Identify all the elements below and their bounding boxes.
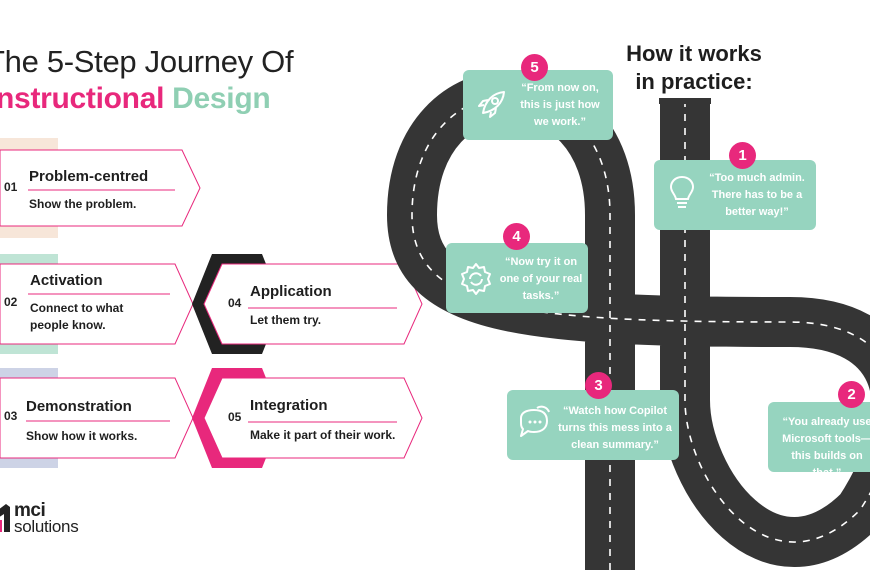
practice-heading-line1: How it works: [626, 41, 762, 66]
step-05-number: 05: [228, 410, 242, 424]
step-02-shape: [0, 254, 194, 354]
practice-badge-3: 3: [585, 372, 612, 399]
step-04-description: Let them try.: [250, 313, 322, 327]
gear-refresh-icon: [461, 263, 491, 295]
step-05-title: Integration: [250, 397, 328, 414]
practice-badge-2: 2: [838, 381, 865, 408]
step-03-number: 03: [4, 409, 18, 423]
practice-heading-line2: in practice:: [635, 69, 753, 94]
step-03-title: Demonstration: [26, 398, 132, 415]
practice-badge-4: 4: [503, 223, 530, 250]
step-04-title: Application: [250, 283, 332, 300]
practice-card-2-text: “You already use Microsoft tools— this b…: [782, 416, 870, 479]
lightbulb-icon: [669, 175, 695, 208]
practice-card-3-text: “Watch how Copilot turns this mess into …: [558, 405, 672, 451]
mci-logo-mark: [0, 504, 10, 532]
step-03-shape: [0, 368, 194, 468]
chat-refresh-icon: [520, 405, 550, 437]
step-03-description: Show how it works.: [26, 429, 138, 443]
step-02-number: 02: [4, 295, 18, 309]
step-04-number: 04: [228, 296, 242, 310]
step-04-shape: [192, 254, 423, 354]
step-01-shape: [0, 138, 201, 238]
diagram-title-line2: Instructional Design: [0, 82, 271, 116]
practice-card-4-text: “Now try it on one of your real tasks.”: [499, 256, 583, 302]
practice-badge-5: 5: [521, 54, 548, 81]
step-05-shape: [192, 368, 423, 468]
logo-text-mci: mci: [14, 500, 46, 521]
step-05-description: Make it part of their work.: [250, 428, 396, 442]
practice-card-2: [768, 402, 870, 472]
practice-card-3: [507, 390, 679, 460]
practice-card-1: [654, 160, 816, 230]
diagram-title-line1: The 5-Step Journey Of: [0, 44, 294, 79]
practice-badge-1: 1: [729, 142, 756, 169]
step-01-title: Problem-centred: [29, 168, 149, 185]
title-highlight-instructional: Instructional: [0, 82, 165, 115]
practice-card-1-text: “Too much admin. There has to be a bette…: [709, 172, 805, 218]
practice-heading: How it works in practice:: [614, 40, 774, 96]
rocket-icon: [478, 91, 505, 118]
step-02-description: Connect to what people know.: [30, 301, 124, 332]
practice-card-5: [463, 70, 613, 140]
title-highlight-design: Design: [172, 82, 271, 115]
logo-text-solutions: solutions: [14, 517, 79, 536]
practice-card-5-text: “From now on, this is just how we work.”: [520, 82, 600, 128]
step-02-title: Activation: [30, 272, 103, 289]
step-01-number: 01: [4, 180, 18, 194]
step-01-description: Show the problem.: [29, 197, 137, 211]
